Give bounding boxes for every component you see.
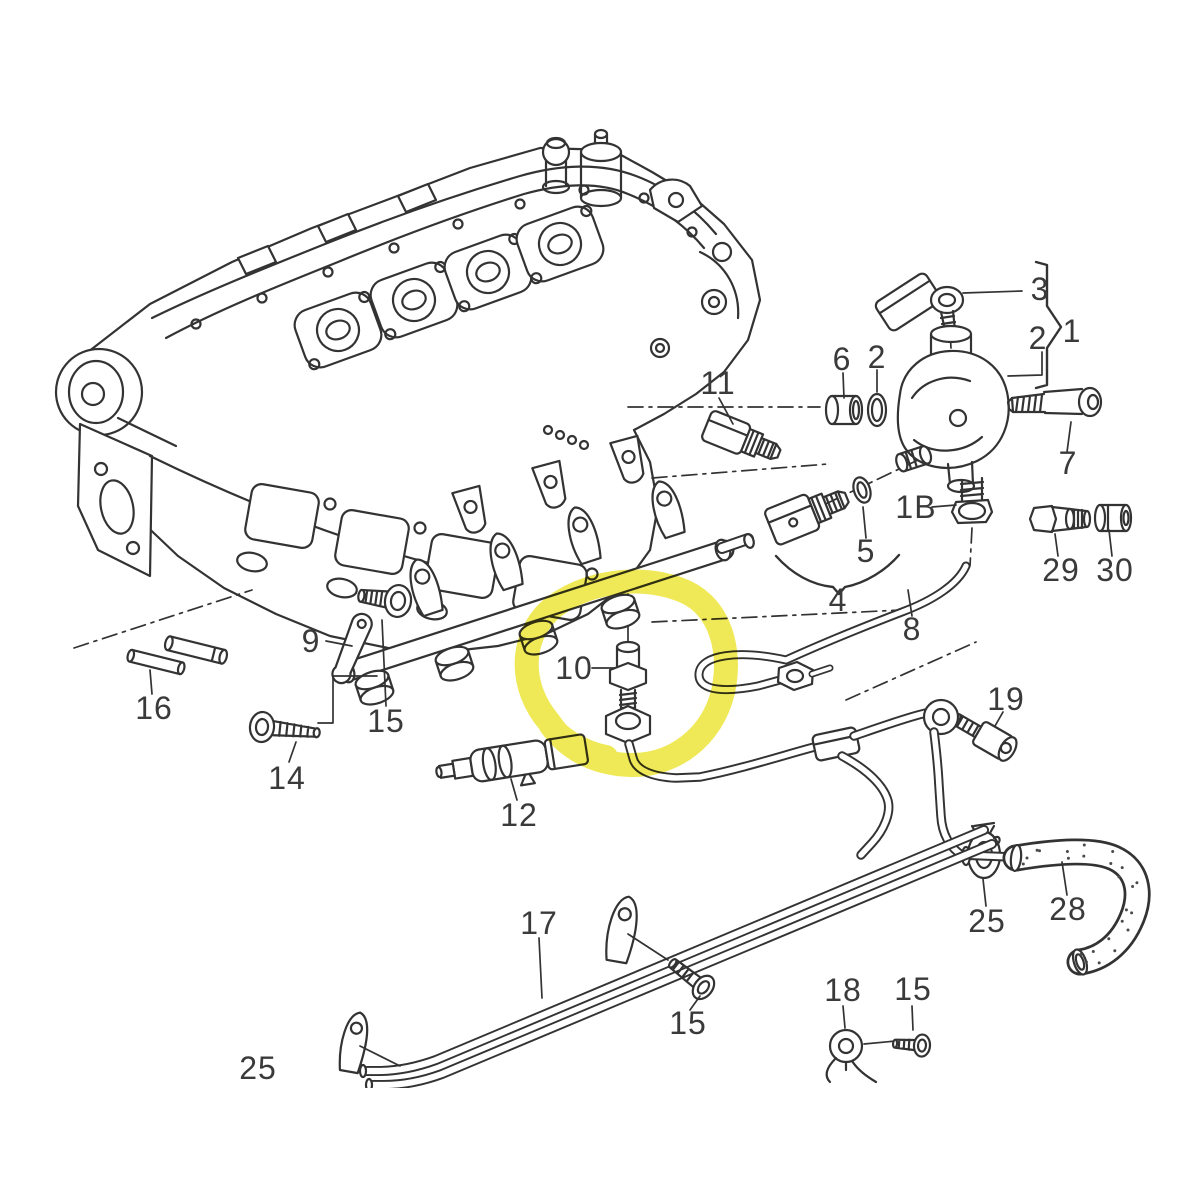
part-callout-11: 11 (700, 365, 735, 401)
pump-sensor-part-3 (874, 272, 965, 332)
part-callout-25-bottom: 25 (239, 1050, 277, 1086)
highlight-circle (514, 569, 738, 777)
pump-bolt-part-7 (1006, 386, 1103, 418)
part-callout-28: 28 (1049, 891, 1087, 927)
fitting-part-30 (1093, 503, 1133, 533)
small-parts (126, 392, 1133, 1084)
cylinder-head-drawing (54, 128, 762, 654)
sensor-part-11 (701, 410, 782, 461)
part-callout-30: 30 (1096, 552, 1134, 588)
part-callout-14: 14 (268, 760, 306, 796)
plug-part-1b (950, 476, 994, 525)
part-callout-16: 16 (135, 690, 173, 726)
part-callout-6: 6 (833, 341, 852, 377)
part-callout-8: 8 (903, 611, 922, 647)
part-callout-12: 12 (500, 797, 538, 833)
solenoid-drawing (579, 128, 623, 208)
bolt-part-15-bracket (891, 1033, 932, 1058)
oil-cap-drawing (541, 136, 571, 195)
scan-crop-mask (0, 1088, 1200, 1200)
part-callout-15-pipe: 15 (669, 1005, 707, 1041)
leader-lines (149, 260, 1113, 1031)
part-callout-17: 17 (520, 905, 558, 941)
part-callout-2-oring: 2 (868, 339, 887, 375)
fuel-pump-drawing (874, 272, 1103, 525)
fuel-pipes-drawing (338, 561, 1151, 1093)
bolt-part-15-rail (357, 583, 413, 619)
part-callout-5: 5 (857, 533, 876, 569)
part-callout-29: 29 (1042, 552, 1080, 588)
hose-part-28 (1002, 838, 1151, 976)
part-callout-19: 19 (987, 681, 1025, 717)
o-ring-part-2 (866, 392, 888, 428)
part-callout-10: 10 (555, 650, 593, 686)
bolt-part-15-pipe (667, 958, 716, 1001)
part-callout-1B: 1B (895, 489, 936, 525)
bracket-part-18 (825, 1028, 897, 1084)
part-callout-15-rail: 15 (367, 703, 405, 739)
part-callout-18: 18 (824, 972, 862, 1008)
bolt-part-19 (951, 712, 1018, 762)
part-callout-15-bracket: 15 (894, 971, 932, 1007)
part-callout-9: 9 (302, 623, 321, 659)
pressure-valve-part-10 (604, 640, 652, 745)
part-callout-3: 3 (1031, 271, 1050, 307)
fitting-part-29 (1028, 504, 1092, 534)
part-callout-7: 7 (1059, 445, 1078, 481)
part-callout-1: 1 (1063, 313, 1082, 349)
part-callout-4: 4 (829, 582, 848, 618)
bushing-part-6 (824, 394, 864, 426)
part-callout-25-clamp: 25 (968, 903, 1006, 939)
dowel-pin-part-16 (126, 635, 229, 676)
bolt-part-14 (248, 710, 321, 744)
part-callout-2-pump: 2 (1029, 320, 1048, 356)
sensor-part-5 (764, 490, 850, 546)
